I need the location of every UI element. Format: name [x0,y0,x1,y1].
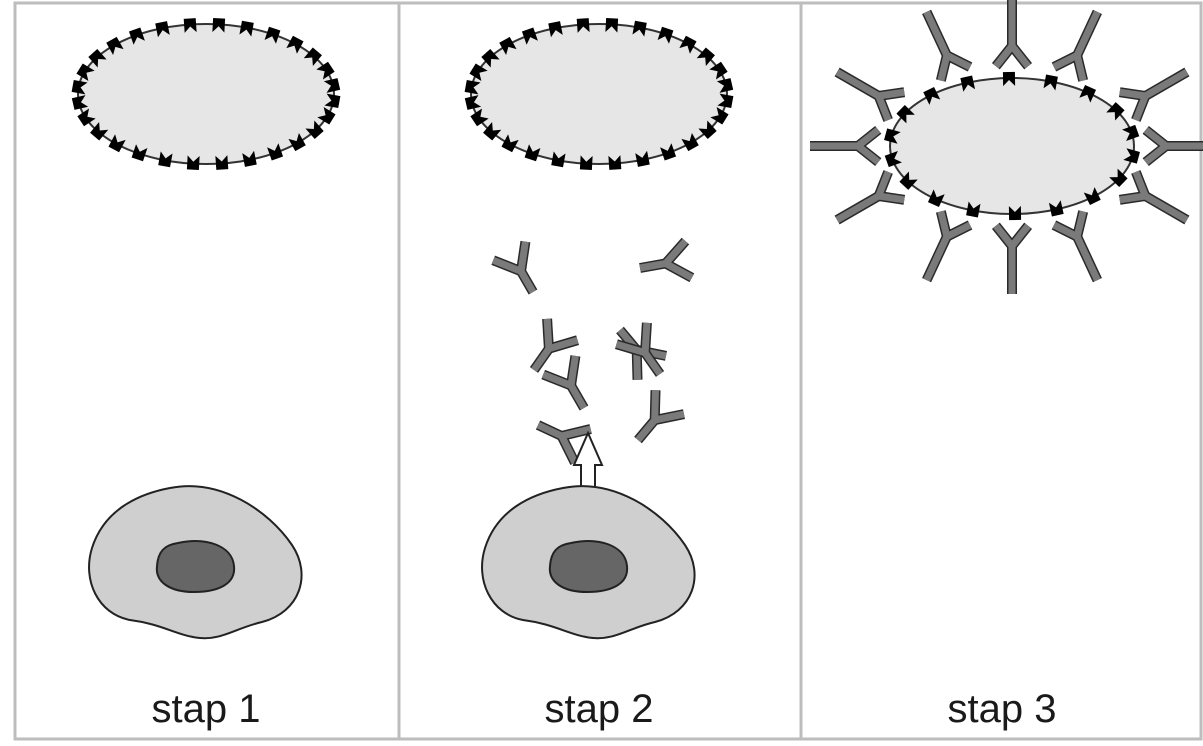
nucleus [548,540,629,594]
bacterium [77,23,335,165]
free-antibodies [491,237,695,465]
antibody [1142,125,1203,167]
bound-antibodies [810,0,1203,294]
antibody [535,420,592,465]
panel-label: stap 3 [948,687,1057,731]
antibody [529,318,579,373]
antibody [1118,67,1190,122]
antibody [615,322,665,377]
antibody [834,67,906,122]
antibody [541,355,589,411]
antibody [922,9,973,82]
nucleus [155,540,236,594]
antibody [810,125,882,167]
bacterium [470,23,728,165]
diagram-frame [13,1,1203,741]
antibody [922,210,973,283]
antibody [639,237,695,283]
panel-stap-3: stap 3 [810,0,1203,731]
antibody [991,222,1033,294]
panel-stap-2: stap 2 [464,17,734,731]
antibody [1118,170,1190,225]
antibody [1051,9,1102,82]
panel-label: stap 2 [545,687,654,731]
antibody [634,390,686,444]
antibody [991,0,1033,70]
antibody [1051,210,1102,283]
panel-stap-1: stap 1 [71,17,341,731]
antibody [491,240,538,295]
antibody [834,170,906,225]
panel-label: stap 1 [152,687,261,731]
